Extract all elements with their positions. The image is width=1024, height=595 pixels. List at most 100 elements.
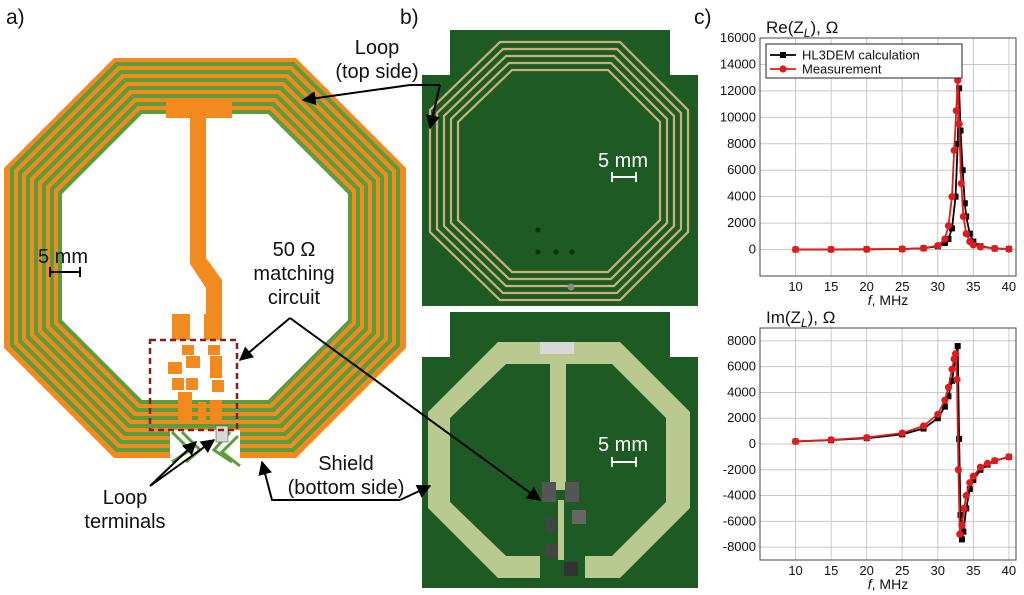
data-point bbox=[954, 343, 961, 350]
x-axis-label: f, MHz bbox=[868, 292, 908, 308]
y-tick-label: -6000 bbox=[723, 513, 756, 528]
data-point bbox=[953, 375, 961, 384]
plot-frame bbox=[759, 327, 1017, 561]
data-point bbox=[941, 396, 949, 404]
plot-frame bbox=[759, 37, 1017, 277]
panel-label-b: b) bbox=[400, 6, 419, 29]
data-point bbox=[863, 433, 871, 442]
y-tick-label: 16000 bbox=[720, 30, 756, 45]
data-point bbox=[976, 243, 985, 251]
data-point bbox=[954, 466, 963, 474]
chart-grid bbox=[760, 328, 1016, 560]
y-tick-label: -4000 bbox=[723, 488, 756, 503]
data-point bbox=[969, 472, 977, 480]
data-point bbox=[827, 245, 835, 254]
data-point bbox=[951, 350, 960, 358]
x-axis-label: f, MHz bbox=[868, 576, 908, 592]
loop-top-label: Loop (top side) bbox=[322, 36, 432, 84]
scale-bar-b-top bbox=[611, 172, 637, 182]
x-tick-label: 25 bbox=[895, 279, 909, 294]
data-point bbox=[945, 393, 952, 400]
data-point bbox=[949, 225, 955, 232]
shield-line1: Shield bbox=[318, 453, 374, 475]
x-tick-label: 40 bbox=[1002, 563, 1016, 578]
data-point bbox=[952, 107, 960, 115]
y-tick-label: 4000 bbox=[727, 384, 756, 399]
data-point bbox=[957, 127, 964, 134]
x-tick-label: 15 bbox=[824, 563, 838, 578]
data-point bbox=[958, 536, 965, 543]
shield-label: Shield (bottom side) bbox=[266, 452, 426, 500]
x-tick-label: 30 bbox=[931, 563, 945, 578]
panel-label-a: a) bbox=[6, 6, 25, 29]
x-tick-label: 20 bbox=[859, 279, 873, 294]
data-point bbox=[983, 459, 992, 467]
panel-a-layout bbox=[4, 58, 406, 470]
data-point bbox=[957, 179, 965, 188]
data-point bbox=[950, 146, 958, 154]
y-tick-label: 10000 bbox=[720, 109, 756, 124]
data-point bbox=[948, 365, 956, 373]
data-point bbox=[956, 530, 964, 538]
y-tick-label: 4000 bbox=[727, 189, 756, 204]
terminals-line1: Loop bbox=[102, 487, 148, 509]
series-measurement bbox=[791, 350, 1013, 538]
data-point bbox=[962, 491, 970, 500]
data-point bbox=[791, 245, 800, 254]
data-point bbox=[863, 245, 871, 253]
y-tick-label: -8000 bbox=[723, 539, 756, 554]
data-point bbox=[941, 403, 948, 410]
data-point bbox=[954, 140, 961, 147]
data-point bbox=[944, 383, 953, 391]
data-point bbox=[966, 479, 974, 487]
data-point bbox=[898, 429, 906, 437]
x-tick-label: 35 bbox=[966, 563, 980, 578]
x-tick-label: 20 bbox=[859, 563, 873, 578]
chart-title: Re(ZL), Ω bbox=[766, 18, 838, 40]
data-point bbox=[976, 463, 985, 471]
x-tick-label: 10 bbox=[788, 563, 802, 578]
data-point bbox=[991, 244, 999, 253]
legend-label: Measurement bbox=[802, 62, 882, 77]
loop-top-line2: (top side) bbox=[335, 61, 419, 83]
loop-terminals-label: Loop terminals bbox=[70, 486, 180, 534]
data-point bbox=[898, 245, 906, 253]
data-point bbox=[934, 241, 942, 250]
panel-b-photos bbox=[422, 30, 698, 588]
data-point bbox=[956, 85, 963, 92]
matching-circuit-label: 50 Ω matching circuit bbox=[244, 238, 344, 310]
data-point bbox=[961, 200, 968, 207]
panel-label-c: c) bbox=[694, 6, 712, 29]
legend-marker bbox=[779, 65, 787, 73]
y-tick-label: 2000 bbox=[727, 215, 756, 230]
bottom-components bbox=[542, 482, 586, 576]
data-point bbox=[960, 528, 967, 535]
data-point bbox=[970, 477, 977, 484]
data-point bbox=[919, 244, 928, 252]
legend-marker bbox=[780, 52, 786, 58]
y-tick-label: 6000 bbox=[727, 162, 756, 177]
y-tick-label: 2000 bbox=[727, 410, 756, 425]
data-point bbox=[960, 504, 968, 513]
y-tick-label: 12000 bbox=[720, 83, 756, 98]
scale-bar-a bbox=[49, 267, 81, 277]
data-point bbox=[934, 410, 942, 418]
pcb-top-loop bbox=[428, 40, 690, 302]
y-tick-label: 0 bbox=[749, 242, 756, 257]
data-point bbox=[827, 436, 835, 444]
data-point bbox=[944, 222, 953, 230]
data-point bbox=[954, 76, 962, 84]
loop-top-line1: Loop bbox=[354, 37, 400, 59]
matching-line1: 50 Ω bbox=[272, 239, 316, 261]
matching-dashed-box bbox=[148, 338, 239, 432]
legend-box bbox=[765, 43, 963, 79]
data-point bbox=[959, 212, 967, 221]
chart-title: Im(ZL), Ω bbox=[766, 308, 835, 330]
data-point bbox=[948, 193, 956, 201]
data-point bbox=[957, 511, 964, 518]
y-tick-label: 8000 bbox=[727, 136, 756, 151]
data-point bbox=[955, 120, 963, 128]
y-tick-label: -2000 bbox=[723, 462, 756, 477]
